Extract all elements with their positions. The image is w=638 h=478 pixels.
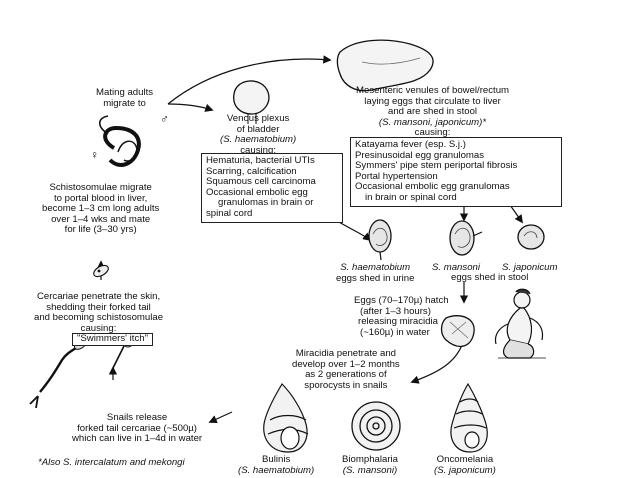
arrow-adults-to-bladder bbox=[167, 103, 214, 112]
box-bladder-pathology: Hematuria, bacterial UTIs Scarring, calc… bbox=[201, 153, 343, 223]
miracidium-illustration bbox=[440, 315, 475, 348]
label-egg-haematobium: S. haematobium eggs shed in urine bbox=[336, 262, 415, 284]
box-bowel-pathology: Katayama fever (esp. S.j.) Presinusoidal… bbox=[350, 137, 562, 207]
arrow-adults-to-liver bbox=[167, 55, 332, 105]
label-biomphalaria: Biomphalaria (S. mansoni) bbox=[342, 454, 398, 476]
symbol-female: ♀ bbox=[90, 148, 99, 162]
footnote: *Also S. intercalatum and mekongi bbox=[38, 457, 185, 468]
label-mating-adults: Mating adults migrate to bbox=[96, 87, 154, 109]
snail-bulinus-illustration bbox=[263, 383, 309, 453]
label-schistosomulae-migrate: Schistosomulae migrate to portal blood i… bbox=[42, 182, 160, 236]
label-oncomelania: Oncomelania (S. japonicum) bbox=[434, 454, 496, 476]
label-eggs-hatch: Eggs (70–170µ) hatch (after 1–3 hours) r… bbox=[354, 295, 449, 338]
label-cercariae-penetrate: Cercariae penetrate the skin, shedding t… bbox=[34, 291, 164, 334]
label-eggs-shed-stool: eggs shed in stool bbox=[451, 272, 529, 283]
box-swimmers-itch: "Swimmers' itch" bbox=[72, 333, 154, 346]
arrow-hatch-to-snails bbox=[410, 344, 463, 384]
egg-haematobium-illustration bbox=[368, 219, 392, 261]
label-egg-japonicum: S. japonicum bbox=[502, 262, 558, 273]
person-illustration bbox=[494, 288, 546, 359]
label-mesenteric-venules: Mesenteric venules of bowel/rectum layin… bbox=[356, 85, 510, 139]
label-egg-mansoni: S. mansoni bbox=[432, 262, 480, 273]
snail-biomphalaria-illustration bbox=[351, 401, 401, 451]
arrow-box-to-japonicum-egg bbox=[509, 204, 523, 224]
arrow-snails-to-cercariae bbox=[208, 411, 233, 424]
adult-worms-illustration bbox=[98, 115, 141, 167]
egg-japonicum-illustration bbox=[517, 224, 545, 250]
snail-oncomelania-illustration bbox=[450, 382, 488, 453]
symbol-male: ♂ bbox=[160, 112, 169, 126]
cercariae-illustration bbox=[29, 340, 133, 409]
egg-mansoni-illustration bbox=[449, 220, 483, 256]
label-miracidia-penetrate: Miracidia penetrate and develop over 1–2… bbox=[292, 348, 400, 391]
label-venous-plexus: Venous plexus of bladder (S. haematobium… bbox=[220, 113, 297, 156]
schistosomula-illustration bbox=[93, 264, 109, 278]
label-bulinis: Bulinis (S. haematobium) bbox=[238, 454, 315, 476]
bladder-illustration bbox=[233, 80, 270, 124]
liver-illustration bbox=[336, 39, 434, 92]
label-snails-release: Snails release forked tail cercariae (~5… bbox=[72, 412, 203, 445]
